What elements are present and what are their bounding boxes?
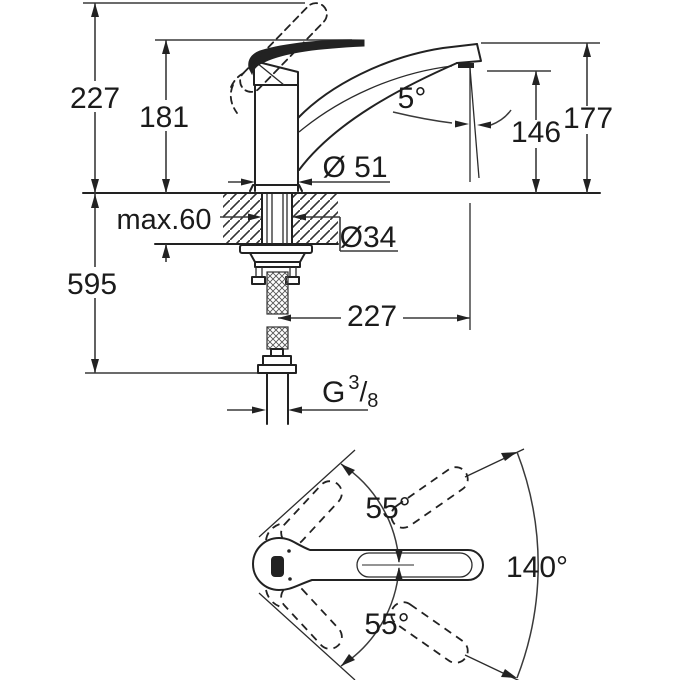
dim-aerator-height: 146 bbox=[509, 71, 563, 193]
lever-raised-position bbox=[239, 2, 328, 93]
dim-body-height: 181 bbox=[139, 40, 192, 193]
hose-neck bbox=[270, 348, 284, 357]
connection-hose bbox=[257, 271, 297, 425]
hose-flange bbox=[257, 364, 297, 374]
swivel-positions-dashed bbox=[265, 466, 469, 664]
dim-base-diameter: Ø 51 bbox=[228, 151, 390, 186]
mounting-shank bbox=[239, 193, 313, 285]
counter-hatch-left bbox=[223, 194, 262, 243]
faucet-top-outline bbox=[252, 537, 484, 591]
handle-base bbox=[253, 60, 299, 86]
thread-numerator: 3 bbox=[348, 372, 359, 394]
dim-upper-swivel: 55° bbox=[340, 463, 411, 563]
spout bbox=[297, 43, 482, 171]
lower-swivel-label: 55° bbox=[364, 608, 409, 641]
stream-angle-annotation: 5° bbox=[392, 67, 512, 330]
handle-top-outline bbox=[356, 552, 473, 578]
hose-tail bbox=[266, 372, 289, 425]
top-view: 55° 55° 140° bbox=[252, 448, 568, 680]
upper-swivel-label: 55° bbox=[365, 492, 410, 525]
thread-prefix: G bbox=[322, 376, 345, 409]
dim-shank-diameter: Ø34 bbox=[220, 213, 398, 254]
lever-handle bbox=[248, 39, 365, 76]
aerator bbox=[458, 63, 474, 68]
dim-total-height: 227 bbox=[69, 3, 121, 193]
dim-under-counter: 595 bbox=[66, 193, 120, 373]
handle-slot bbox=[271, 556, 284, 577]
spout-reach-label: 227 bbox=[347, 300, 397, 333]
faucet-body bbox=[229, 2, 365, 192]
dim-spout-top-height: 177 bbox=[561, 43, 615, 193]
aerator-height-label: 146 bbox=[511, 116, 561, 149]
counter-thickness-label: max.60 bbox=[116, 204, 211, 236]
body-height-label: 181 bbox=[139, 101, 189, 134]
side-view: 5° 227 bbox=[66, 2, 615, 425]
total-swivel-label: 140° bbox=[506, 551, 568, 584]
base-diameter-label: Ø 51 bbox=[322, 151, 387, 184]
dim-counter-thickness: max.60 bbox=[116, 204, 212, 262]
total-height-label: 227 bbox=[70, 82, 120, 115]
hose-nut bbox=[262, 355, 292, 366]
under-counter-label: 595 bbox=[67, 268, 117, 301]
stream-angle-label: 5° bbox=[398, 82, 427, 115]
spout-top-height-label: 177 bbox=[563, 102, 613, 135]
dim-spout-reach: 227 bbox=[278, 300, 470, 333]
shank-diameter-label: Ø34 bbox=[340, 221, 397, 254]
dim-total-swivel: 140° bbox=[501, 451, 568, 679]
thread-slash: / bbox=[359, 376, 367, 407]
thread-denominator: 8 bbox=[367, 390, 378, 412]
dim-lower-swivel: 55° bbox=[340, 567, 410, 667]
